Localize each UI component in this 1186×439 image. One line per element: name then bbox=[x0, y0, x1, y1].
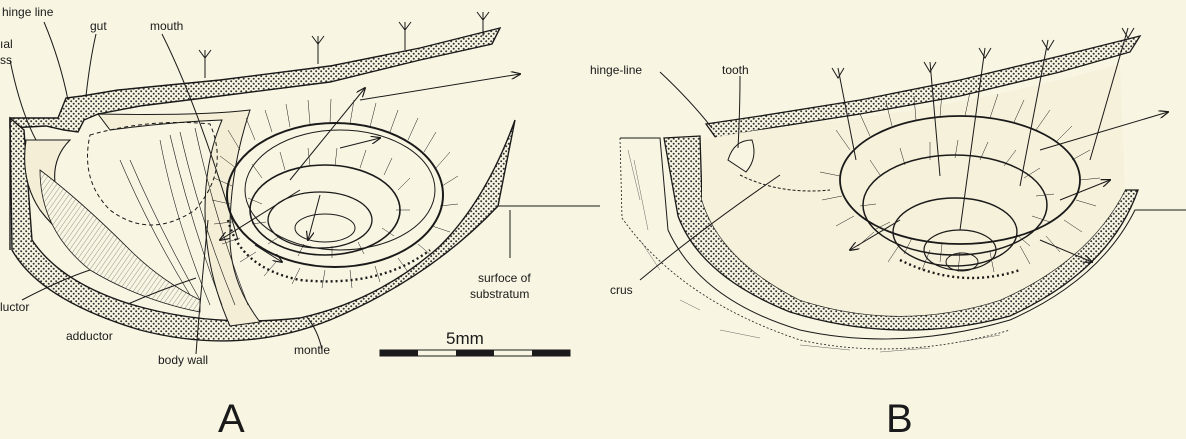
label-mouth: mouth bbox=[150, 19, 183, 33]
current-arrows-a bbox=[220, 74, 520, 262]
panel-letter-b: B bbox=[886, 397, 913, 439]
panel-letter-a: A bbox=[218, 397, 245, 439]
label-mantle: montle bbox=[294, 343, 330, 357]
label-gut: gut bbox=[90, 19, 107, 33]
scale-bar: 5mm bbox=[380, 329, 570, 356]
label-partial-second: ss bbox=[0, 53, 12, 67]
dorsal-valve-a bbox=[10, 28, 500, 132]
label-hinge-line-a: hinge line bbox=[2, 5, 54, 19]
panel-a: hinge line mouth gut ıal ss luctor adduc… bbox=[0, 5, 600, 439]
label-tooth: tooth bbox=[722, 63, 749, 77]
label-partial-adductor: luctor bbox=[0, 300, 29, 314]
label-body-wall: body wall bbox=[158, 353, 208, 367]
label-surface-1: surfoce of bbox=[478, 271, 531, 285]
panel-b: hinge-line tooth crus B bbox=[590, 28, 1186, 439]
label-hinge-line-b: hinge-line bbox=[590, 63, 642, 77]
label-adductor: adductor bbox=[66, 329, 113, 343]
lophophore-rim-beads-a bbox=[228, 220, 430, 281]
label-surface-2: substratum bbox=[470, 287, 529, 301]
lophophore-a bbox=[227, 123, 443, 267]
label-crus: crus bbox=[610, 283, 633, 297]
label-partial-top: ıal bbox=[0, 37, 13, 51]
scale-bar-label: 5mm bbox=[446, 329, 484, 348]
